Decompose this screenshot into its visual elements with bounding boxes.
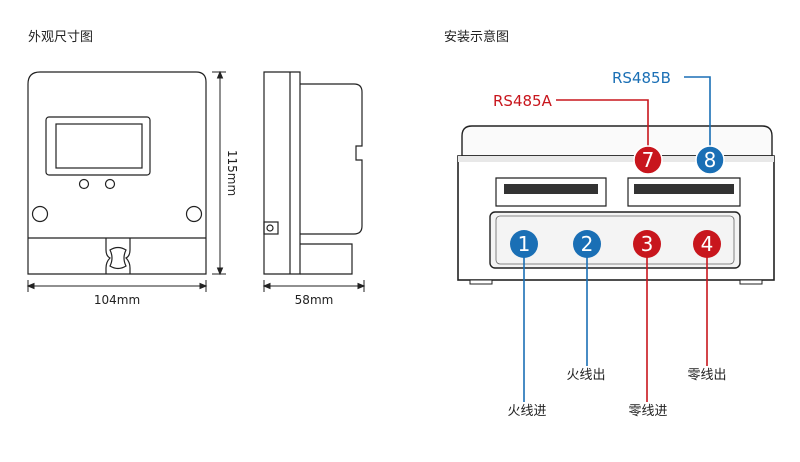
rs485a-label: RS485A [493,92,553,110]
meter-bottom-view [457,125,775,285]
rs485b-leader [684,76,711,150]
terminal-7: 7 [633,145,663,175]
terminal-1: 1 [510,230,538,258]
side-view [263,71,363,275]
terminal-2: 2 [573,230,601,258]
terminal-3-number: 3 [641,232,654,256]
terminal-3: 3 [633,230,661,258]
rs485a-leader [556,99,649,150]
depth-dimension-label: 58mm [295,293,334,307]
width-dimension [26,280,208,292]
terminal-1-label: 火线进 [507,404,546,419]
left-panel-title: 外观尺寸图 [28,30,94,45]
terminal-2-label: 火线出 [566,368,605,383]
rs485b-label: RS485B [612,69,671,87]
terminal-7-number: 7 [642,148,655,172]
right-panel-title: 安装示意图 [444,30,510,45]
terminal-4-label: 零线出 [687,368,726,383]
depth-dimension [262,280,366,292]
terminal-4: 4 [693,230,721,258]
terminal-4-number: 4 [701,232,714,256]
terminal-8: 8 [695,145,725,175]
width-dimension-label: 104mm [94,293,140,307]
terminal-1-number: 1 [518,232,531,256]
terminal-3-label: 零线进 [628,404,667,419]
height-dimension [212,70,226,276]
height-dimension-label: 115mm [225,150,239,196]
terminal-2-number: 2 [581,232,594,256]
front-view [27,71,207,275]
terminal-8-number: 8 [704,148,717,172]
